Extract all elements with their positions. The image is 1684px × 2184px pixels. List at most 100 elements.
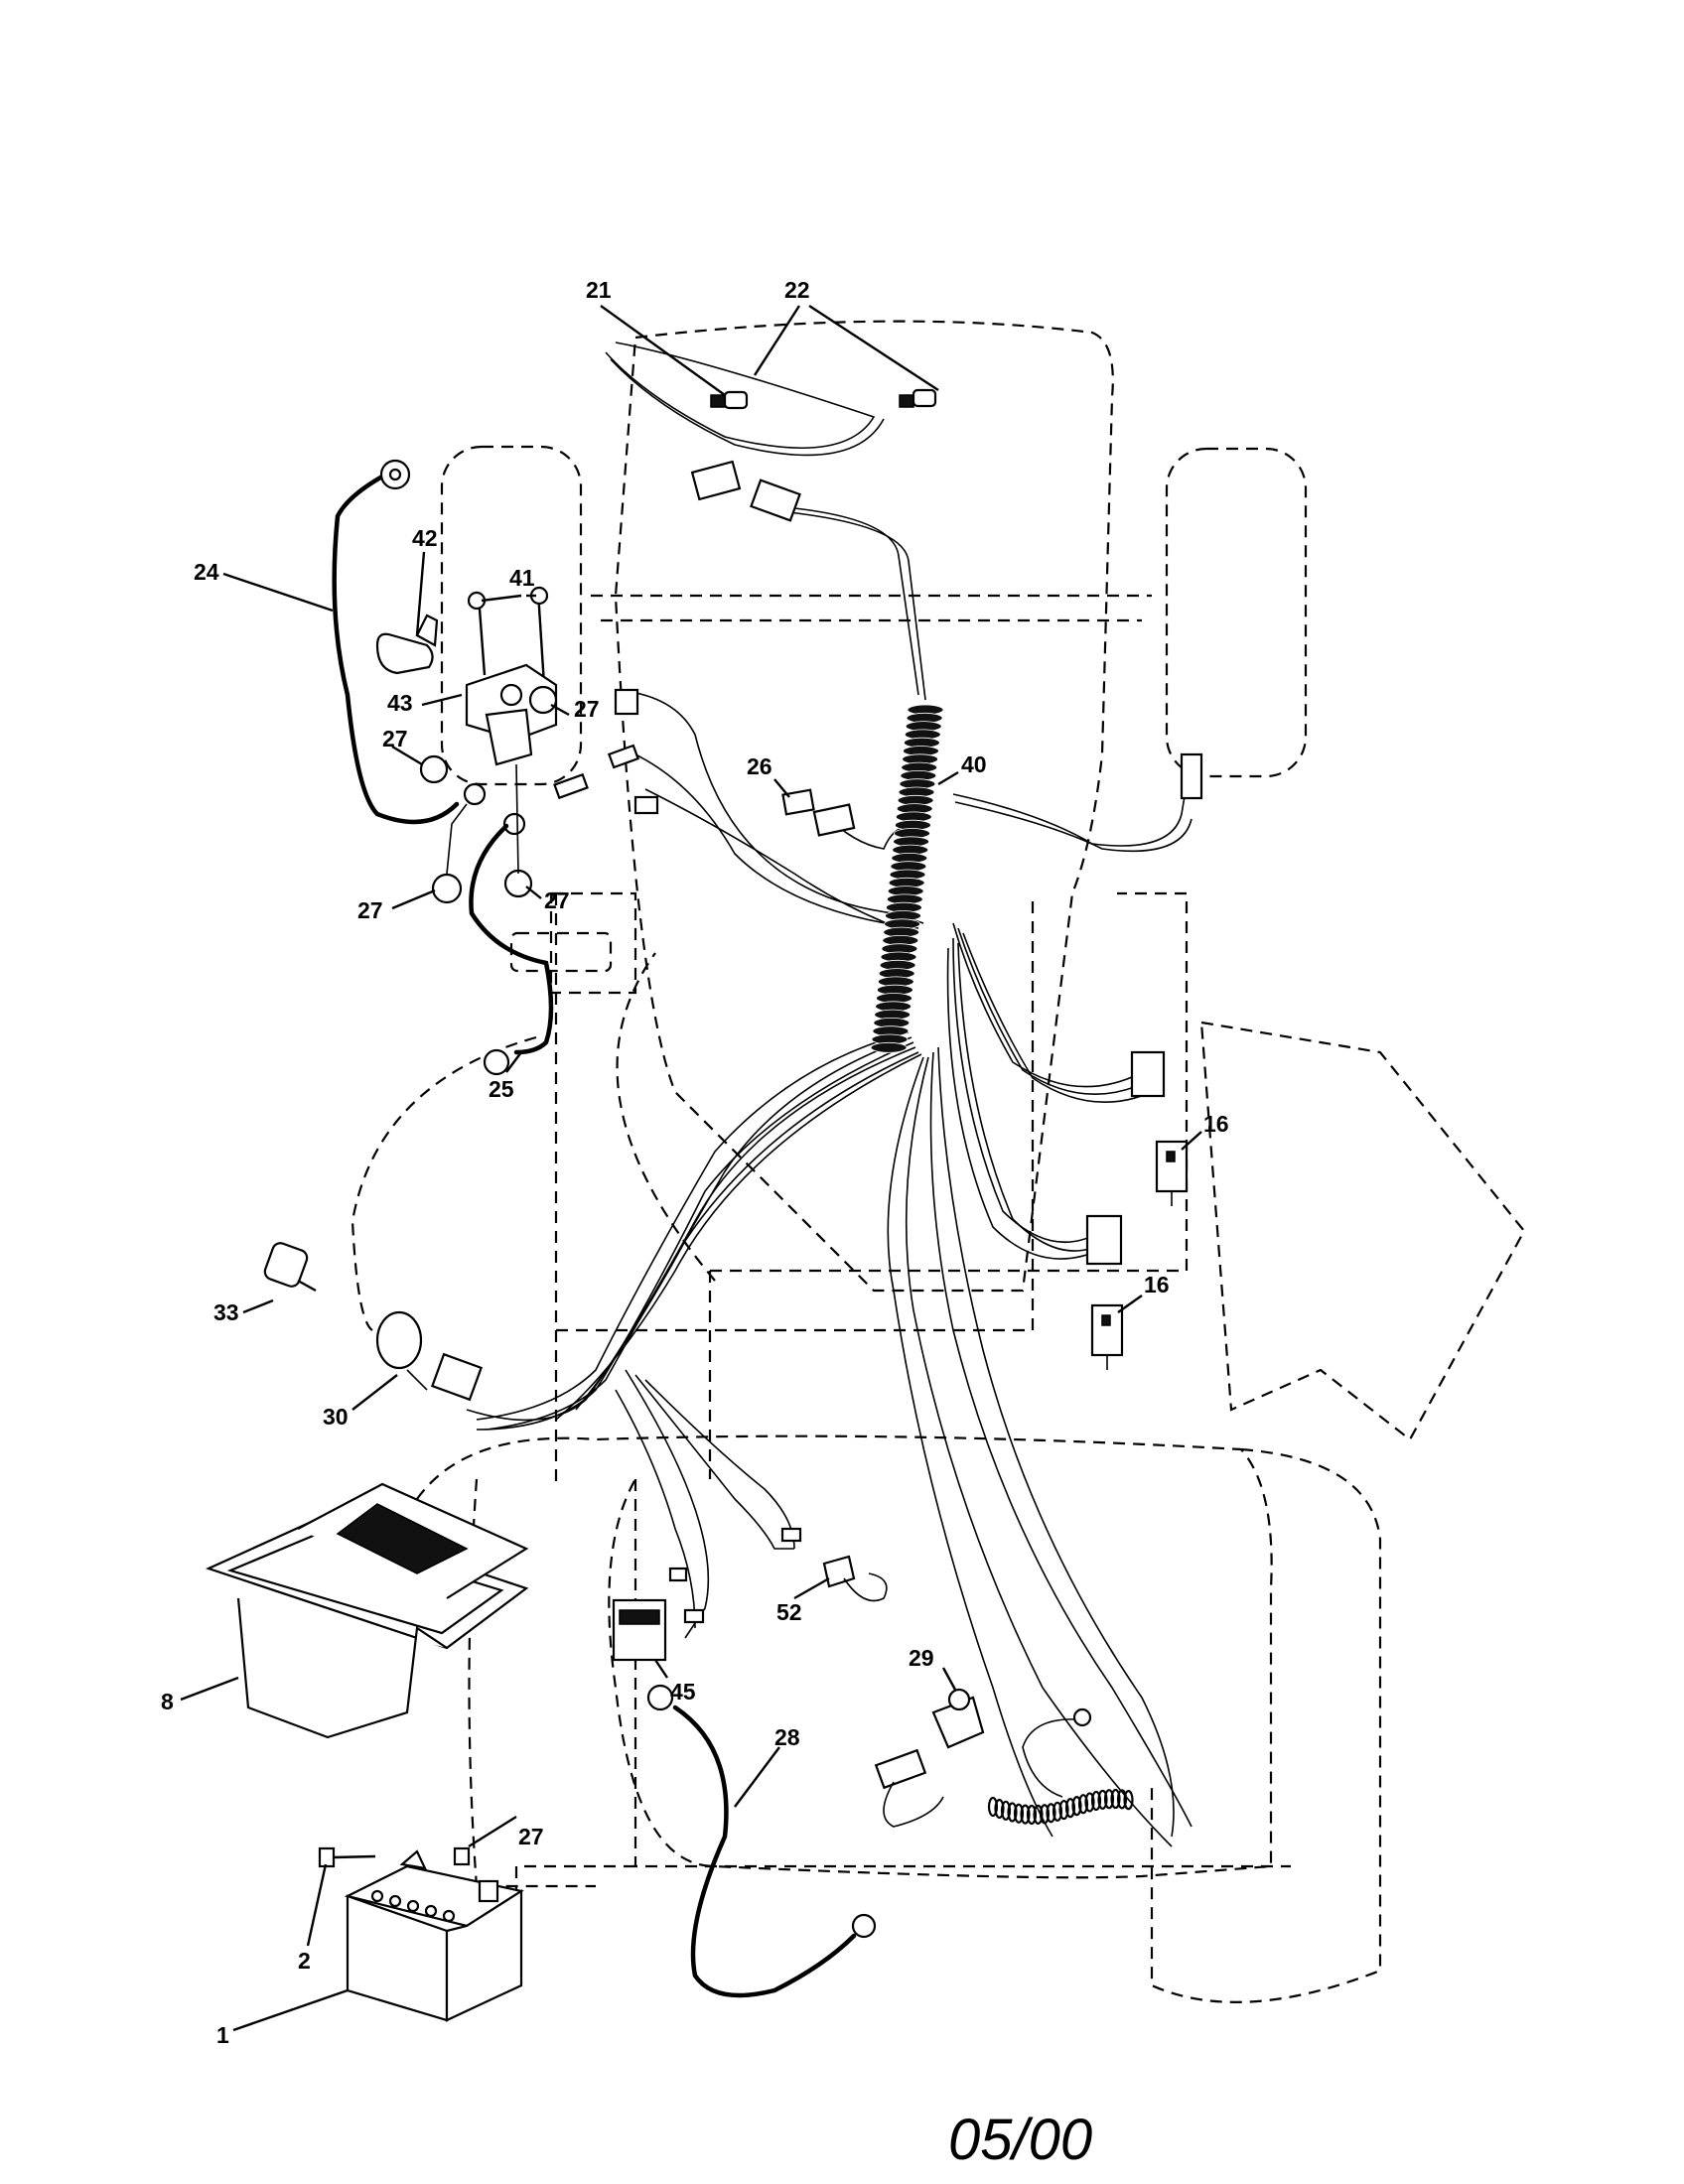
ground-clip: [633, 795, 659, 815]
seat-switch-29-plunger: [947, 1688, 971, 1711]
switch-16-lower: [1090, 1303, 1124, 1370]
starter-cable-25-wire: [469, 823, 554, 1055]
leader-30: [351, 1374, 398, 1411]
leader-27-d: [525, 886, 542, 899]
coil-turn: [1090, 1790, 1102, 1812]
coil-turn: [987, 1796, 999, 1818]
headlight-bulb-right: [912, 388, 937, 408]
harness-plug-lower: [1085, 1214, 1123, 1266]
coil-turn: [1123, 1790, 1134, 1811]
harness-to-45-52-3: [644, 1379, 795, 1550]
terminal-a: [668, 1567, 688, 1582]
leader-52: [793, 1576, 830, 1600]
battery-cable-24-wire: [332, 474, 460, 825]
coil-turn: [1033, 1804, 1044, 1825]
leader-27-c: [391, 888, 436, 910]
callout-2: 2: [298, 1948, 311, 1974]
battery-box-8-grille: [336, 1503, 469, 1574]
callout-29: 29: [909, 1645, 934, 1671]
harness-right-branch-2: [954, 801, 1193, 853]
nut-27-a: [419, 754, 449, 784]
ring-terminal-28-bottom: [851, 1913, 877, 1939]
coil-turn: [1052, 1801, 1063, 1822]
leader-2: [306, 1863, 328, 1947]
callout-45: 45: [670, 1679, 696, 1705]
coil-turn: [1013, 1803, 1025, 1824]
coil-turn: [1071, 1796, 1082, 1817]
ring-terminal-25: [483, 1048, 510, 1076]
coil-turn: [1084, 1792, 1095, 1813]
callout-42: 42: [412, 525, 438, 551]
callout-1: 1: [216, 2022, 229, 2048]
leader-33: [242, 1298, 274, 1314]
callout-41: 41: [509, 565, 535, 591]
battery-box-8-body: [236, 1597, 448, 1739]
key-head: [263, 1242, 309, 1288]
battery-cable-24: [332, 459, 460, 825]
leader-45: [654, 1659, 668, 1679]
seat-switch-29-lead: [883, 1781, 944, 1828]
coil-turn: [1064, 1798, 1076, 1819]
headlight-harness-wire: [605, 341, 876, 450]
ignition-switch-30: [375, 1310, 484, 1402]
ring-terminal-solenoid-a: [463, 782, 487, 806]
callout-40: 40: [961, 751, 987, 777]
callout-27-lower-right: 27: [544, 887, 570, 913]
callout-28: 28: [774, 1724, 800, 1750]
battery-1-terminal: [478, 1879, 499, 1903]
headlight-connector-b: [750, 478, 801, 522]
callout-21: 21: [586, 277, 612, 303]
leader-28: [734, 1746, 780, 1808]
connector-26-plug-b: [812, 803, 856, 837]
ground-cable-28-wire: [672, 1705, 857, 1998]
frame-outline: [554, 891, 1189, 1489]
callout-27-left: 27: [382, 726, 408, 751]
coil-turn: [1097, 1789, 1108, 1810]
terminal-fuse-holder: [614, 688, 639, 716]
harness-to-16-lower: [952, 937, 1103, 1244]
harness-plug-upper: [1130, 1050, 1166, 1098]
solenoid-43-can: [485, 708, 533, 766]
nut-27-e: [453, 1846, 471, 1866]
inline-connector-b: [553, 772, 589, 800]
convolute-rib: [870, 1041, 908, 1053]
harness-to-16-lower-3: [946, 947, 1103, 1260]
inline-connector-a: [607, 744, 640, 769]
platform-outline: [514, 1479, 1291, 1956]
harness-to-16-upper-3: [962, 932, 1153, 1104]
leader-40: [937, 770, 959, 786]
callout-8: 8: [161, 1689, 174, 1714]
ring-terminal-28-top: [646, 1684, 674, 1711]
terminal-c: [780, 1527, 802, 1543]
harness-left-branch: [615, 689, 924, 924]
connector-45-contacts: [619, 1609, 660, 1625]
switch-16-lower-body: [1090, 1303, 1124, 1357]
leader-27-e: [468, 1815, 517, 1848]
coil-turn: [1110, 1788, 1121, 1810]
callout-52: 52: [776, 1599, 802, 1625]
coiled-wire: [987, 1788, 1134, 1826]
ground-cable-28: [646, 1684, 877, 1998]
harness-to-16-upper: [952, 922, 1153, 1088]
callout-43: 43: [387, 690, 413, 716]
coil-turn: [1116, 1789, 1128, 1810]
callout-22: 22: [784, 277, 810, 303]
harness-to-45-52-4: [615, 1389, 696, 1629]
callout-labels: 21 22 42 41 24 43 27 27 27 27 27 26 40 2…: [161, 277, 1229, 2048]
harness-left-branch-2: [634, 753, 919, 929]
coil-turn: [1026, 1804, 1038, 1826]
harness-to-headlight-connector-2: [778, 510, 926, 701]
connector-26: [781, 788, 856, 837]
coil-turn: [1103, 1789, 1115, 1810]
nut-27-b: [528, 685, 558, 715]
starter-cable-25: [469, 823, 554, 1076]
callout-25: 25: [489, 1076, 514, 1102]
callout-24: 24: [194, 559, 219, 585]
switch-16-upper-pin: [1166, 1151, 1176, 1162]
front-right-wheel-outline: [1165, 447, 1308, 778]
leader-27-a: [391, 745, 423, 766]
solenoid-43-assembly: [375, 586, 558, 904]
callout-16-upper: 16: [1203, 1111, 1229, 1137]
nut-27-d: [503, 869, 533, 898]
connector-26-plug-a: [781, 788, 815, 816]
